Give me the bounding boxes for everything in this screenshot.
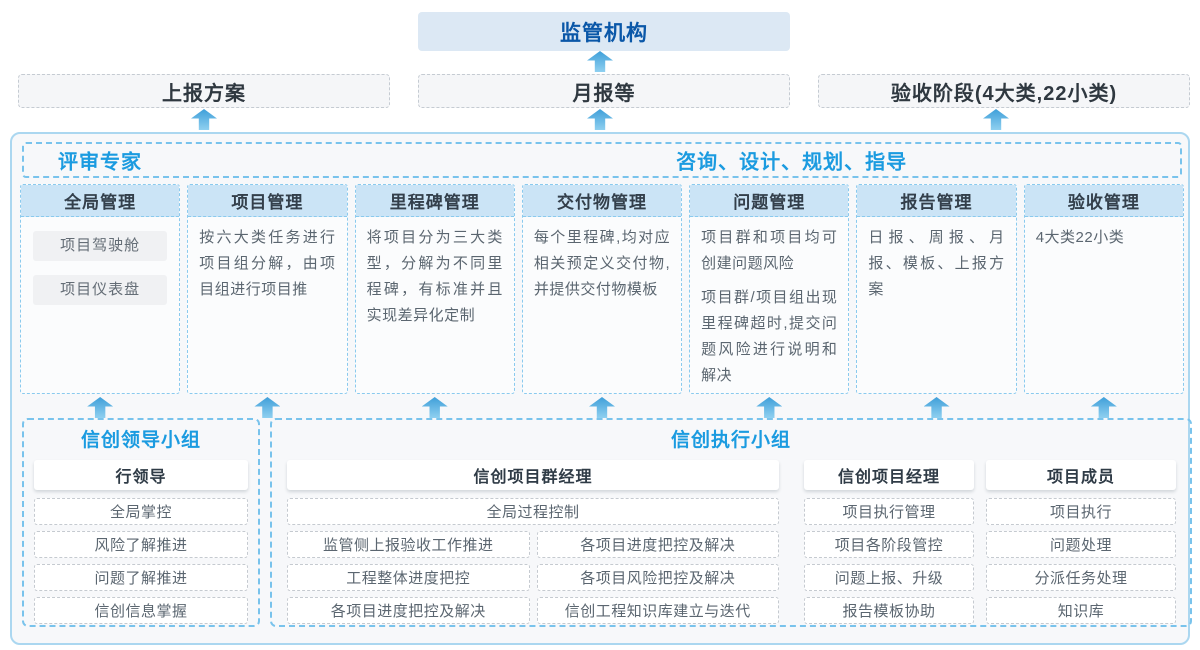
leader-group: 信创领导小组 行领导 全局掌控 风险了解推进 问题了解推进 信创信息掌握 <box>22 418 260 627</box>
tag-chip: 项目仪表盘 <box>33 275 168 305</box>
up-arrow-icon <box>1090 397 1117 418</box>
role-header-project-member: 项目成员 <box>986 460 1176 490</box>
executive-group: 信创执行小组 信创项目群经理 全局过程控制 监管侧上报验收工作推进 各项目进度把… <box>270 418 1192 627</box>
column-title: 里程碑管理 <box>355 185 514 217</box>
role-header-project-manager: 信创项目经理 <box>804 460 974 490</box>
up-arrow-icon <box>421 397 448 418</box>
up-arrow-icon <box>587 109 613 130</box>
column-title: 报告管理 <box>857 185 1016 217</box>
group-item: 分派任务处理 <box>986 564 1176 591</box>
role-header-bank-leader: 行领导 <box>34 460 248 490</box>
up-arrow-icon <box>983 109 1009 130</box>
group-item: 各项目进度把控及解决 <box>287 597 530 624</box>
column-title: 项目管理 <box>188 185 347 217</box>
group-item: 信创工程知识库建立与迭代 <box>536 597 779 624</box>
up-arrow-icon <box>587 51 613 72</box>
column-arrows-row <box>20 397 1184 418</box>
group-item: 各项目进度把控及解决 <box>536 531 779 558</box>
report-box-plan: 上报方案 <box>18 74 390 108</box>
column-paragraph: 日报、周报、月报、模板、上报方案 <box>868 229 1005 298</box>
program-manager-column: 信创项目群经理 全局过程控制 监管侧上报验收工作推进 各项目进度把控及解决 工程… <box>287 454 779 630</box>
column-milestone-mgmt: 里程碑管理 将项目分为三大类型，分解为不同里程碑，有标准并且实现差异化定制 <box>354 184 515 394</box>
column-report-mgmt: 报告管理 日报、周报、月报、模板、上报方案 <box>856 184 1017 394</box>
group-item: 项目各阶段管控 <box>804 531 974 558</box>
column-paragraph: 项目群和项目均可创建问题风险 <box>701 229 838 272</box>
up-arrow-icon <box>254 397 281 418</box>
group-item: 风险了解推进 <box>34 531 248 558</box>
column-title: 交付物管理 <box>522 185 682 217</box>
group-item: 知识库 <box>986 597 1176 624</box>
leader-group-title: 信创领导小组 <box>80 430 201 451</box>
column-global-mgmt: 全局管理 项目驾驶舱 项目仪表盘 <box>20 184 181 394</box>
group-item: 问题上报、升级 <box>804 564 974 591</box>
group-item: 全局掌控 <box>34 498 248 525</box>
role-header-program-manager: 信创项目群经理 <box>287 460 779 490</box>
group-item: 问题了解推进 <box>34 564 248 591</box>
management-columns: 全局管理 项目驾驶舱 项目仪表盘 项目管理 按六大类任务进行项目组分解，由项目组… <box>20 184 1184 394</box>
up-arrow-icon <box>923 397 950 418</box>
column-title: 全局管理 <box>21 185 180 217</box>
platform-container: 评审专家 咨询、设计、规划、指导 全局管理 项目驾驶舱 项目仪表盘 项目管理 按… <box>10 132 1192 645</box>
group-item: 各项目风险把控及解决 <box>536 564 779 591</box>
report-box-monthly: 月报等 <box>418 74 790 108</box>
expert-title: 评审专家 <box>58 151 142 174</box>
group-item: 信创信息掌握 <box>34 597 248 624</box>
up-arrow-icon <box>756 397 783 418</box>
group-item: 问题处理 <box>986 531 1176 558</box>
project-member-column: 项目成员 项目执行 问题处理 分派任务处理 知识库 <box>986 454 1176 630</box>
advisory-title: 咨询、设计、规划、指导 <box>676 151 908 174</box>
column-paragraph: 项目群/项目组出现里程碑超时,提交问题风险进行说明和解决 <box>701 289 838 384</box>
column-issue-mgmt: 问题管理 项目群和项目均可创建问题风险 项目群/项目组出现里程碑超时,提交问题风… <box>689 184 850 394</box>
column-paragraph: 4大类22小类 <box>1035 229 1125 246</box>
up-arrow-icon <box>191 109 217 130</box>
group-item: 报告模板协助 <box>804 597 974 624</box>
up-arrow-icon <box>87 397 114 418</box>
group-item: 全局过程控制 <box>287 498 779 525</box>
group-item: 项目执行管理 <box>804 498 974 525</box>
column-project-mgmt: 项目管理 按六大类任务进行项目组分解，由项目组进行项目推 <box>187 184 348 394</box>
executive-group-title: 信创执行小组 <box>670 430 791 451</box>
bottom-groups: 信创领导小组 行领导 全局掌控 风险了解推进 问题了解推进 信创信息掌握 信创执… <box>22 418 1192 627</box>
group-item: 监管侧上报验收工作推进 <box>287 531 530 558</box>
column-title: 验收管理 <box>1024 185 1183 217</box>
tag-chip: 项目驾驶舱 <box>33 231 168 261</box>
column-acceptance-mgmt: 验收管理 4大类22小类 <box>1023 184 1184 394</box>
group-item: 项目执行 <box>986 498 1176 525</box>
column-paragraph: 按六大类任务进行项目组分解，由项目组进行项目推 <box>199 229 336 298</box>
report-box-acceptance: 验收阶段(4大类,22小类) <box>818 74 1190 108</box>
column-title: 问题管理 <box>690 185 849 217</box>
advisor-strip: 评审专家 咨询、设计、规划、指导 <box>22 142 1182 178</box>
column-paragraph: 每个里程碑,均对应相关预定义交付物,并提供交付物模板 <box>533 229 671 298</box>
group-item: 工程整体进度把控 <box>287 564 530 591</box>
column-paragraph: 将项目分为三大类型，分解为不同里程碑，有标准并且实现差异化定制 <box>366 229 503 324</box>
project-manager-column: 信创项目经理 项目执行管理 项目各阶段管控 问题上报、升级 报告模板协助 <box>804 454 974 630</box>
regulator-box: 监管机构 <box>418 12 790 51</box>
column-deliverable-mgmt: 交付物管理 每个里程碑,均对应相关预定义交付物,并提供交付物模板 <box>521 184 683 394</box>
up-arrow-icon <box>588 397 615 418</box>
